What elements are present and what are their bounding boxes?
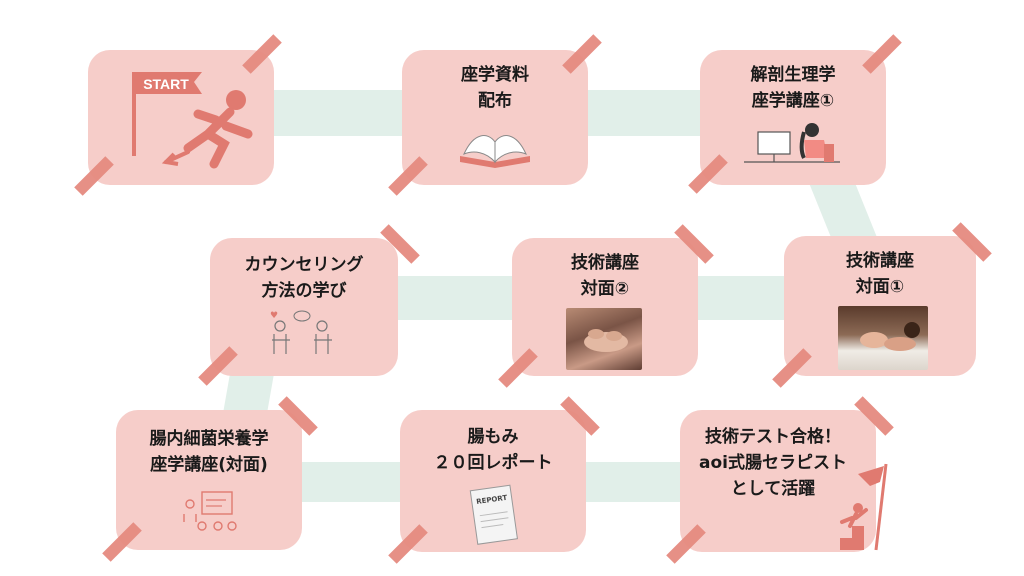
goal-flag-climber-icon	[840, 463, 888, 551]
step-certified-line1: 技術テスト合格！	[705, 427, 841, 447]
step-report-line2: ２０回レポート	[433, 453, 553, 473]
lecture-presentation-icon	[183, 491, 237, 531]
step-counseling-line1: カウンセリング	[244, 255, 364, 275]
start-runner-icon: START	[132, 72, 253, 169]
svg-text:♥: ♥	[270, 311, 278, 321]
step-nutrition-line1: 腸内細菌栄養学	[149, 429, 269, 449]
step-counseling-card: カウンセリング 方法の学び ♥	[210, 238, 398, 376]
step-report-card: 腸もみ ２０回レポート REPORT	[400, 410, 586, 552]
step-tech1-line1: 技術講座	[846, 251, 914, 271]
step-nutrition-card: 腸内細菌栄養学 座学講座(対面)	[116, 410, 302, 550]
treatment-photo	[838, 306, 928, 370]
open-book-icon	[460, 135, 530, 168]
step-materials-line1: 座学資料	[461, 65, 529, 85]
step-anatomy-line2: 座学講座①	[751, 91, 835, 111]
step-materials-card: 座学資料 配布	[402, 50, 588, 185]
step-certified-line3: として活躍	[730, 479, 816, 499]
study-desk-icon	[744, 123, 840, 163]
step-tech1-card: 技術講座 対面①	[784, 236, 976, 376]
step-anatomy-line1: 解剖生理学	[750, 65, 836, 85]
step-tech2-line1: 技術講座	[571, 253, 639, 273]
step-tech1-line2: 対面①	[855, 277, 905, 297]
step-materials-line2: 配布	[478, 91, 512, 111]
step-counseling-line2: 方法の学び	[261, 281, 347, 301]
report-document-icon: REPORT	[469, 484, 518, 545]
step-certified-card: 技術テスト合格！ aoi式腸セラピスト として活躍	[680, 410, 888, 552]
step-report-line1: 腸もみ	[467, 427, 519, 447]
step-start-card: START	[88, 50, 274, 185]
counseling-people-icon: ♥	[270, 310, 332, 354]
step-tech2-card: 技術講座 対面②	[512, 238, 698, 376]
step-tech2-line2: 対面②	[580, 279, 630, 299]
start-flag-text: START	[143, 76, 189, 92]
massage-photo	[566, 308, 642, 370]
step-anatomy-card: 解剖生理学 座学講座①	[700, 50, 886, 185]
step-nutrition-line2: 座学講座(対面)	[150, 455, 268, 475]
step-certified-line2: aoi式腸セラピスト	[699, 453, 847, 473]
